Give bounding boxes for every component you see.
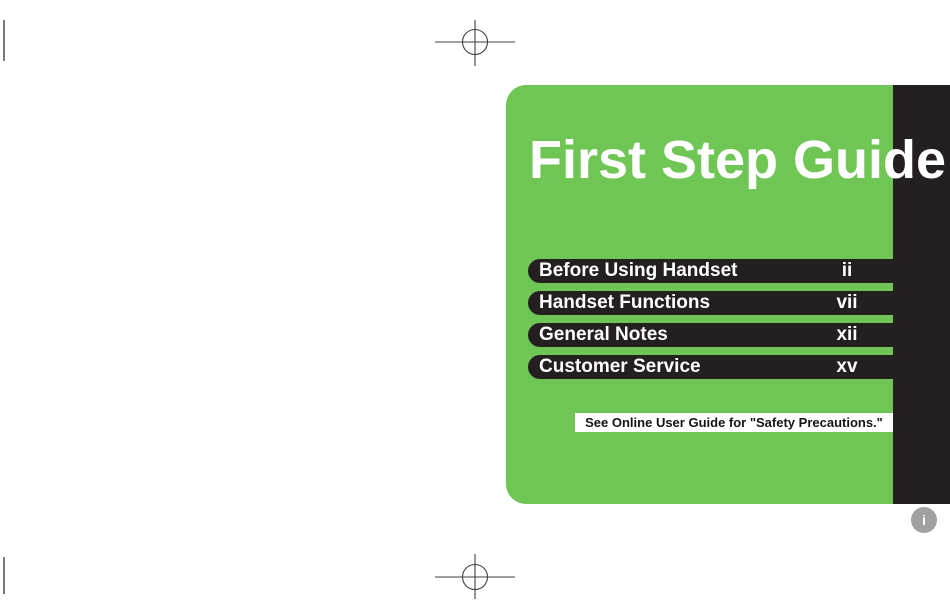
toc-entry-page-number: xii [836, 324, 858, 345]
toc-entry-handset-functions: Handset Functions vii [528, 291, 950, 315]
registration-mark-icon [435, 20, 515, 66]
toc-entry-label: Before Using Handset [539, 260, 738, 281]
trim-mark-bottom [3, 557, 5, 594]
toc-entry-page-number: xv [836, 356, 858, 377]
registration-mark-icon [435, 554, 515, 599]
safety-precautions-notice: See Online User Guide for "Safety Precau… [575, 413, 893, 432]
table-of-contents: Before Using Handset ii Handset Function… [528, 259, 950, 387]
toc-entry-before-using-handset: Before Using Handset ii [528, 259, 950, 283]
toc-entry-page-number: ii [841, 260, 853, 281]
trim-mark-top [3, 20, 5, 61]
toc-entry-customer-service: Customer Service xv [528, 355, 950, 379]
toc-entry-label: Customer Service [539, 356, 701, 377]
toc-entry-page-number: vii [836, 292, 858, 313]
toc-entry-label: Handset Functions [539, 292, 711, 313]
toc-entry-general-notes: General Notes xii [528, 323, 950, 347]
page-title: First Step Guide [529, 130, 947, 190]
toc-entry-label: General Notes [539, 324, 668, 345]
page-number-badge: i [911, 507, 937, 533]
